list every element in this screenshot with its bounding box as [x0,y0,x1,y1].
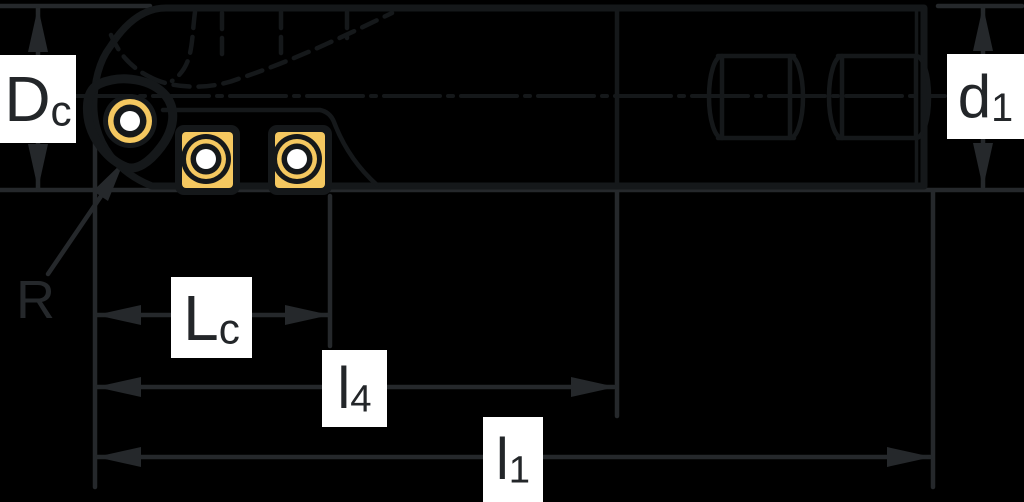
square-insert-1 [175,125,240,195]
hidden-curve-3 [147,10,395,89]
square-insert-2 [268,125,332,195]
insert2-screw [272,134,322,184]
screw-hole [196,149,216,169]
label-Dc-sub: c [50,87,72,135]
label-Lc-main: L [183,281,219,354]
l1-arrow-left [96,447,141,467]
label-R-main: R [16,270,55,330]
dc-arrow-up [28,7,48,52]
label-R: R [16,273,55,327]
pocket-contour-line [160,107,380,188]
l4-arrow-left [96,377,141,397]
label-d1-main: d [957,62,992,130]
lc-arrow-right [285,305,330,325]
label-l1-sub: 1 [508,448,531,492]
label-Dc-main: D [4,63,51,135]
round-insert-body [82,74,178,173]
r-leader-arrow [93,161,124,201]
label-l4-main: l [337,355,351,421]
tool [74,4,947,195]
l1-arrow-right [887,447,932,467]
label-Lc-sub: c [218,306,240,354]
round-insert-screw [103,94,157,148]
d1-arrow-up [973,6,993,51]
hidden-flute-lines [108,9,395,89]
l4-arrow-right [571,377,616,397]
hidden-curve-2 [108,32,153,80]
insert1-screw [181,134,231,184]
label-d1-sub: 1 [991,85,1014,130]
flat2-left-arc [826,53,845,141]
round-insert [82,74,178,173]
lc-arrow-left [96,305,141,325]
d1-arrow-down [973,143,993,188]
screw-hole [120,111,140,131]
hidden-curve-1 [169,9,198,84]
label-l1-main: l [495,426,509,492]
dc-arrow-down [28,144,48,189]
label-l4-sub: 4 [350,377,372,421]
screw-hole [287,149,307,169]
